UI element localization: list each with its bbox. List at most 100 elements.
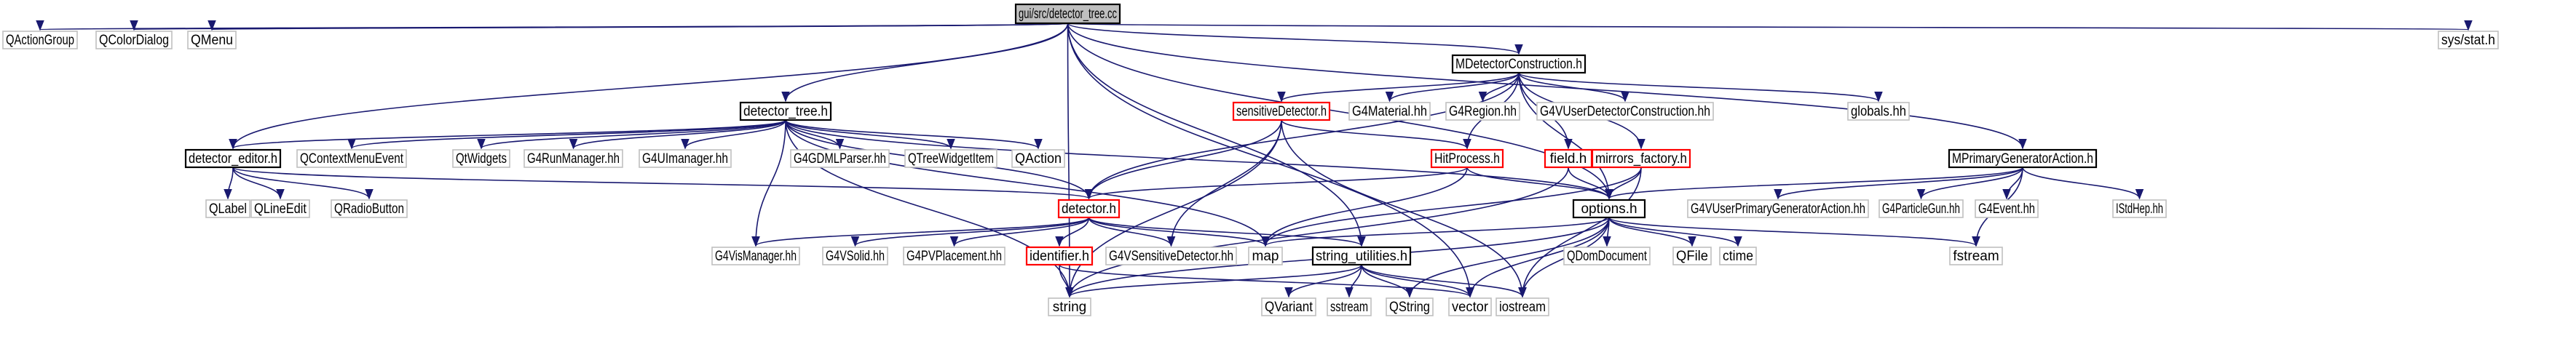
- edge-mprimarygeneratoraction-to-g4vuserprimarygeneratoraction: [1774, 167, 2023, 200]
- node-label: G4GDMLParser.hh: [794, 151, 886, 167]
- node-label: gui/src/detector_tree.cc: [1019, 7, 1117, 22]
- node-sensitivedetector[interactable]: sensitiveDetector.h: [1232, 101, 1331, 121]
- edge-detector-tree-to-string: [785, 119, 1074, 298]
- node-box: [1878, 199, 1964, 218]
- edge-options-to-vector: [1466, 217, 1610, 298]
- edge-root-to-qmenu: [210, 19, 1069, 31]
- node-label: G4VisManager.hh: [715, 249, 797, 264]
- node-mdetectorconstruction[interactable]: MDetectorConstruction.h: [1451, 54, 1587, 74]
- edge-detector-tree-to-g4runmanager: [569, 119, 786, 150]
- node-box: [1687, 199, 1869, 218]
- node-box: [1948, 148, 2098, 169]
- node-box: [1847, 102, 1910, 121]
- node-box: [1025, 246, 1094, 266]
- node-label: G4VUserPrimaryGeneratorAction.hh: [1691, 201, 1865, 217]
- node-box: [1057, 199, 1121, 219]
- edge-root-to-options: [1067, 23, 1613, 200]
- edge-detector-tree-to-qcontextmenuevent: [347, 119, 786, 150]
- edge-string-utilities-to-qvariant: [1284, 264, 1362, 298]
- node-g4particlegun: G4ParticleGun.hh: [1878, 199, 1964, 218]
- node-root[interactable]: gui/src/detector_tree.cc: [1014, 3, 1121, 25]
- edge-detector-tree-to-qtwidgets: [477, 119, 786, 150]
- node-g4uimanager: G4UImanager.hh: [639, 149, 732, 168]
- node-box: [1048, 297, 1091, 316]
- edge-mdetectorconstruction-to-sensitivedetector: [1277, 72, 1520, 103]
- node-box: [1719, 247, 1757, 265]
- edge-string-utilities-to-vector: [1361, 264, 1474, 298]
- node-label: G4Region.hh: [1449, 104, 1517, 119]
- node-label: G4Material.hh: [1352, 104, 1427, 119]
- node-label: QFile: [1676, 249, 1708, 264]
- node-qstring: QString: [1386, 297, 1434, 316]
- edge-mdetectorconstruction-to-g4vuserdetectorconstruction: [1518, 72, 1629, 103]
- node-qradiobutton: QRadioButton: [331, 199, 408, 218]
- node-g4event: G4Event.hh: [1975, 199, 2039, 218]
- edge-root-to-vector: [1067, 23, 1474, 298]
- node-qaction: QAction: [1011, 149, 1065, 168]
- node-label: QActionGroup: [6, 33, 74, 48]
- node-label: QContextMenuEvent: [300, 151, 404, 167]
- node-box: [1248, 247, 1283, 265]
- node-g4runmanager: G4RunManager.hh: [524, 149, 623, 168]
- node-box: [904, 149, 997, 168]
- node-field[interactable]: field.h: [1544, 148, 1593, 169]
- node-label: G4UImanager.hh: [642, 151, 728, 167]
- node-g4pvplacement: G4PVPlacement.hh: [903, 247, 1005, 265]
- node-options[interactable]: options.h: [1572, 199, 1646, 219]
- edge-mdetectorconstruction-to-options: [1518, 72, 1613, 200]
- node-qcolordialog: QColorDialog: [95, 31, 173, 49]
- node-box: [1445, 102, 1520, 121]
- edge-hitprocess-to-map: [1261, 167, 1468, 247]
- node-qlineedit: QLineEdit: [250, 199, 310, 218]
- node-detector[interactable]: detector.h: [1057, 199, 1121, 219]
- node-qdomdocument: QDomDocument: [1563, 247, 1651, 265]
- edge-mprimarygeneratoraction-to-g4particlegun: [1916, 167, 2023, 200]
- node-mprimarygeneratoraction[interactable]: MPrimaryGeneratorAction.h: [1948, 148, 2098, 169]
- node-box: [331, 199, 408, 218]
- node-label: G4PVPlacement.hh: [906, 249, 1002, 264]
- edge-detector-editor-to-qradiobutton: [232, 167, 374, 200]
- node-box: [524, 149, 623, 168]
- node-box: [1327, 297, 1372, 316]
- node-box: [2112, 199, 2167, 218]
- edge-sensitivedetector-to-detector: [1084, 119, 1282, 200]
- node-qactiongroup: QActionGroup: [2, 31, 78, 49]
- node-label: options.h: [1581, 201, 1637, 217]
- node-box: [739, 101, 832, 121]
- node-label: ctime: [1723, 249, 1753, 264]
- node-box: [1386, 297, 1434, 316]
- edge-mdetectorconstruction-to-g4material: [1385, 72, 1520, 103]
- edge-string-utilities-to-iostream: [1361, 264, 1527, 298]
- node-box: [903, 247, 1005, 265]
- node-g4material: G4Material.hh: [1348, 102, 1431, 121]
- edge-options-to-ctime: [1608, 217, 1742, 247]
- node-box: [1014, 3, 1121, 25]
- node-box: [711, 247, 800, 265]
- edge-field-to-string: [1065, 167, 1569, 298]
- edge-mdetectorconstruction-to-g4region: [1478, 72, 1520, 103]
- node-string: string: [1048, 297, 1091, 316]
- node-detector-tree[interactable]: detector_tree.h: [739, 101, 832, 121]
- node-box: [205, 199, 250, 218]
- node-box: [187, 31, 237, 49]
- node-box: [2438, 31, 2499, 49]
- node-string-utilities[interactable]: string_utilities.h: [1311, 246, 1412, 266]
- edge-detector-to-g4vismanager: [751, 217, 1090, 247]
- node-hitprocess[interactable]: HitProcess.h: [1430, 148, 1504, 169]
- node-label: fstream: [1953, 249, 1999, 264]
- node-qlabel: QLabel: [205, 199, 250, 218]
- edge-detector-tree-to-map: [785, 119, 1270, 247]
- node-label: iostream: [1499, 300, 1546, 315]
- node-qmenu: QMenu: [187, 31, 237, 49]
- node-iostream: iostream: [1496, 297, 1549, 316]
- node-box: [1496, 297, 1549, 316]
- node-detector-editor[interactable]: detector_editor.h: [184, 148, 282, 169]
- edge-layer: [39, 19, 2469, 298]
- node-identifier[interactable]: identifier.h: [1025, 246, 1094, 266]
- node-mirrors-factory[interactable]: mirrors_factory.h: [1591, 148, 1691, 169]
- node-label: mirrors_factory.h: [1595, 151, 1687, 167]
- node-fstream: fstream: [1949, 247, 2003, 265]
- node-box: [95, 31, 173, 49]
- node-label: MDetectorConstruction.h: [1455, 57, 1582, 72]
